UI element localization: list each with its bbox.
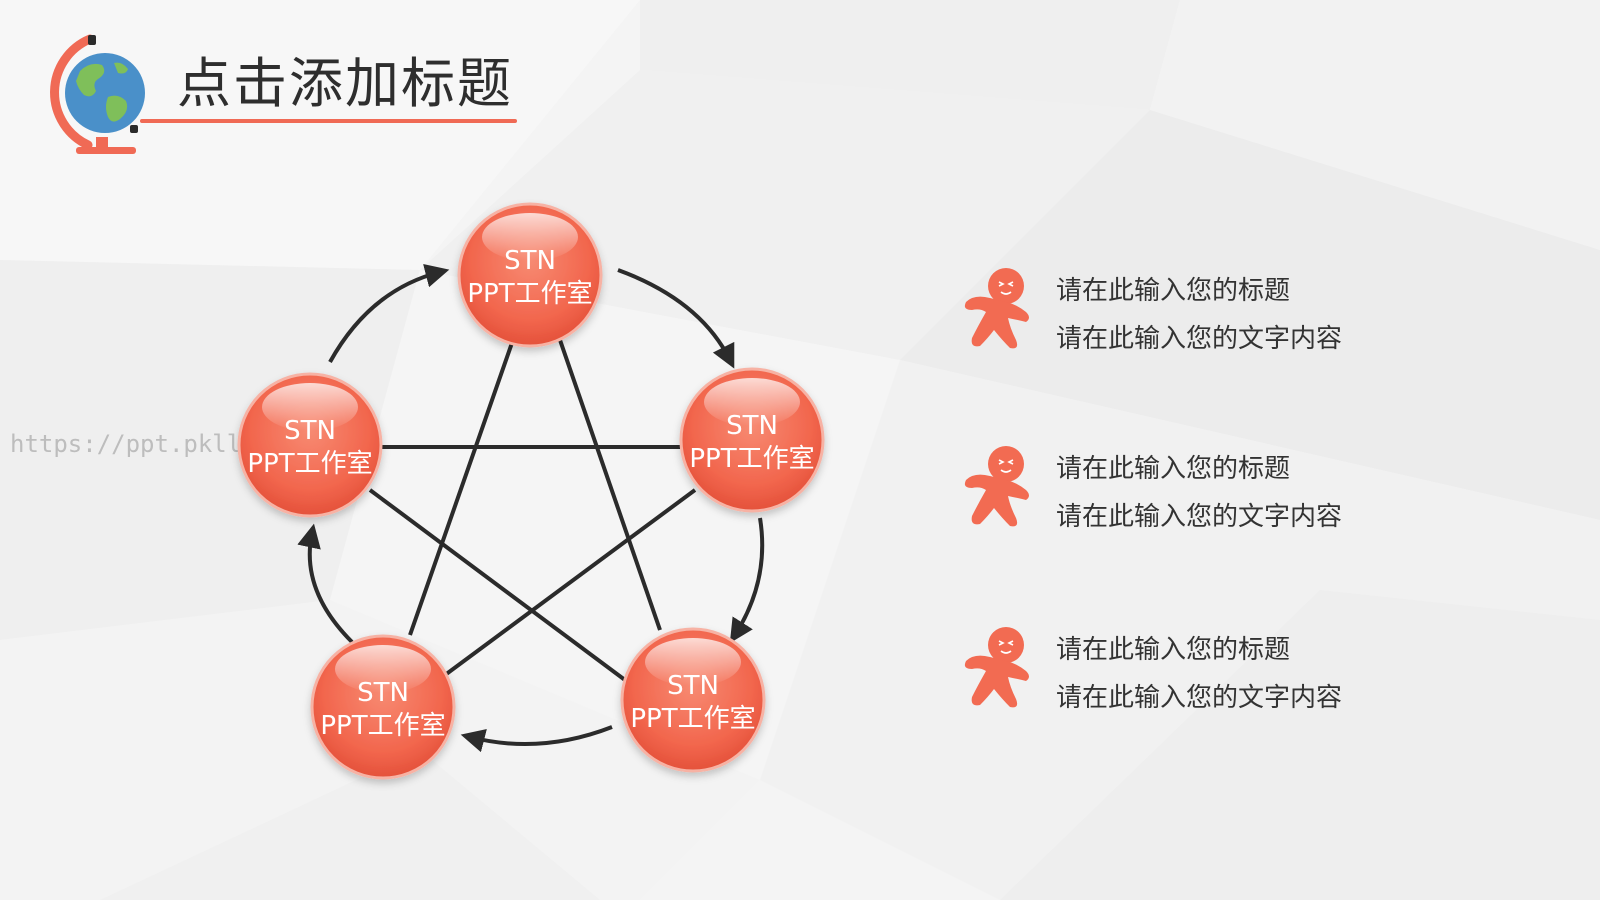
- list-item: 请在此输入您的标题 请在此输入您的文字内容: [960, 446, 1440, 546]
- title-underline: [140, 119, 517, 123]
- gingerbread-man-icon: [964, 446, 1029, 527]
- node-label-bottom: PPT工作室: [467, 279, 592, 309]
- node-label-top: STN: [284, 416, 336, 446]
- node-label-bottom: PPT工作室: [630, 704, 755, 734]
- cycle-node[interactable]: STN PPT工作室: [457, 202, 603, 348]
- star-line: [368, 488, 627, 682]
- cycle-node[interactable]: STN PPT工作室: [679, 367, 825, 513]
- node-label-bottom: PPT工作室: [689, 444, 814, 474]
- cycle-arrow: [460, 725, 613, 753]
- list-item: 请在此输入您的标题 请在此输入您的文字内容: [960, 627, 1440, 727]
- item-title[interactable]: 请在此输入您的标题: [1056, 454, 1291, 484]
- star-line: [558, 339, 662, 631]
- globe-icon: [50, 34, 145, 154]
- star-line: [408, 339, 515, 636]
- cycle-arrow: [617, 268, 735, 369]
- item-content[interactable]: 请在此输入您的文字内容: [1056, 502, 1343, 532]
- node-label-bottom: PPT工作室: [320, 711, 445, 741]
- list-item: 请在此输入您的标题 请在此输入您的文字内容: [960, 268, 1440, 368]
- star-lines: [368, 339, 697, 682]
- star-line: [443, 488, 697, 677]
- node-label-top: STN: [726, 411, 778, 441]
- cycle-arrow: [328, 263, 450, 363]
- node-label-top: STN: [667, 671, 719, 701]
- page-title[interactable]: 点击添加标题: [177, 52, 513, 115]
- gingerbread-man-icon: [964, 627, 1029, 708]
- node-label-top: STN: [357, 678, 409, 708]
- cycle-arrow: [729, 517, 765, 644]
- node-label-bottom: PPT工作室: [247, 449, 372, 479]
- cycle-node[interactable]: STN PPT工作室: [237, 372, 383, 518]
- cycle-arrow: [297, 523, 354, 644]
- cycle-node[interactable]: STN PPT工作室: [620, 627, 766, 773]
- gingerbread-man-icon: [964, 268, 1029, 349]
- cycle-node[interactable]: STN PPT工作室: [310, 634, 456, 780]
- item-title[interactable]: 请在此输入您的标题: [1056, 276, 1291, 306]
- item-title[interactable]: 请在此输入您的标题: [1056, 635, 1291, 665]
- item-content[interactable]: 请在此输入您的文字内容: [1056, 683, 1343, 713]
- item-content[interactable]: 请在此输入您的文字内容: [1056, 324, 1343, 354]
- node-label-top: STN: [504, 246, 556, 276]
- cycle-arrows: [297, 263, 765, 753]
